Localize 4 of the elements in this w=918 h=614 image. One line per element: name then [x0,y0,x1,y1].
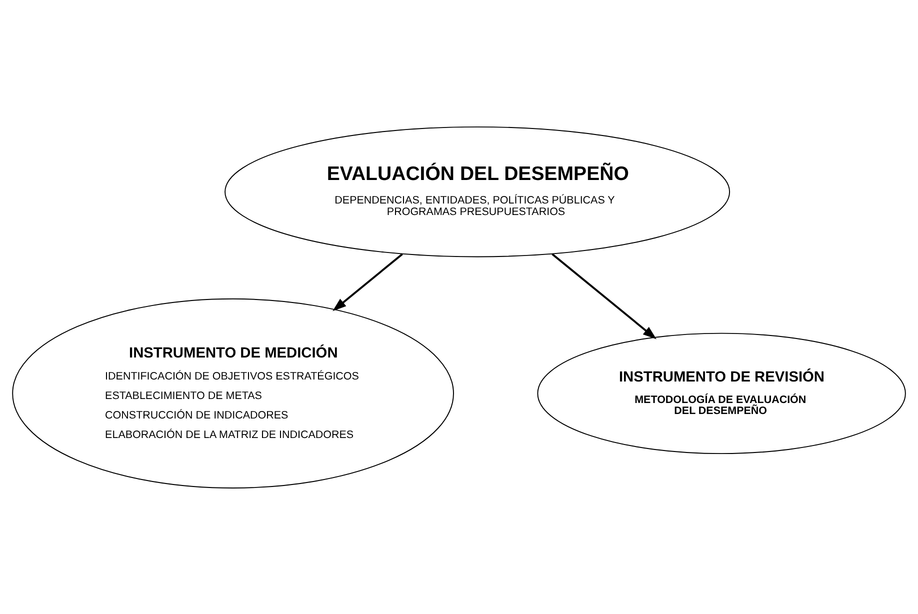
arrow [332,252,403,311]
arrow [552,252,657,339]
node-ellipse: INSTRUMENTO DE REVISIÓN METODOLOGÍA DE EVALUACIÓN DEL DESEMPEÑO [537,332,906,454]
node-ellipse: EVALUACIÓN DEL DESEMPEÑO DEPENDENCIAS, ENTIDADES, POLÍTICAS PÚBLICAS Y PROGRAMAS PRESUPUESTARIOS [224,126,730,257]
